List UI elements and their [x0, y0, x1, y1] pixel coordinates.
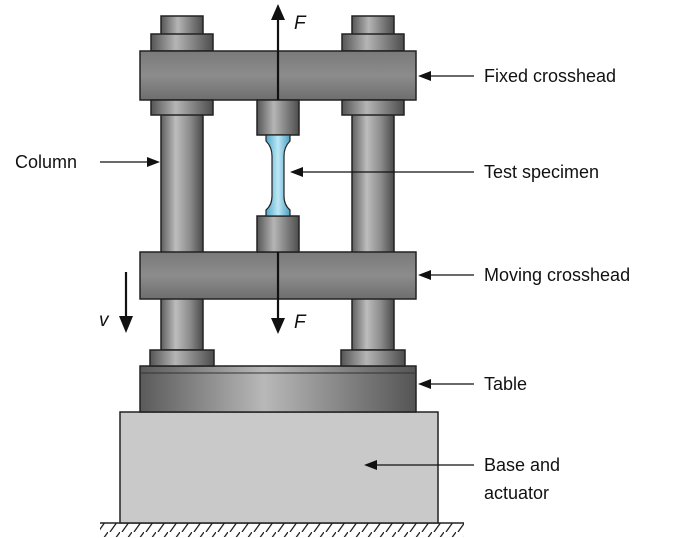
force-label-bottom: F: [294, 312, 307, 333]
velocity-label: v: [99, 310, 110, 331]
label-base-line2: actuator: [484, 483, 549, 503]
leader-fixed-crosshead: [418, 71, 474, 81]
left-lower-nut: [150, 99, 214, 116]
label-table: Table: [484, 374, 527, 394]
lower-grip: [256, 215, 300, 253]
test-specimen: [265, 134, 291, 217]
upper-grip: [256, 99, 300, 136]
right-top-cap: [341, 15, 405, 52]
ground: [100, 522, 464, 537]
left-table-nut: [149, 349, 215, 367]
label-moving-crosshead: Moving crosshead: [484, 265, 630, 285]
right-column: [351, 99, 395, 351]
force-arrow-down: [271, 252, 285, 334]
label-test-specimen: Test specimen: [484, 162, 599, 182]
right-table-nut: [340, 349, 406, 367]
base-actuator-block: [119, 411, 439, 524]
left-top-cap: [150, 15, 214, 52]
leader-moving-crosshead: [418, 270, 474, 280]
label-column: Column: [15, 152, 77, 172]
velocity-arrow: [119, 272, 133, 333]
leader-table: [418, 379, 474, 389]
label-base-line1: Base and: [484, 455, 560, 475]
left-column: [160, 99, 204, 351]
leader-column: [100, 157, 160, 167]
right-lower-nut: [341, 99, 405, 116]
leader-test-specimen: [290, 167, 474, 177]
force-label-top: F: [294, 13, 307, 34]
force-arrow-up: [271, 4, 285, 100]
label-fixed-crosshead: Fixed crosshead: [484, 66, 616, 86]
table-block: [139, 365, 417, 413]
leader-base-actuator: [364, 460, 474, 470]
